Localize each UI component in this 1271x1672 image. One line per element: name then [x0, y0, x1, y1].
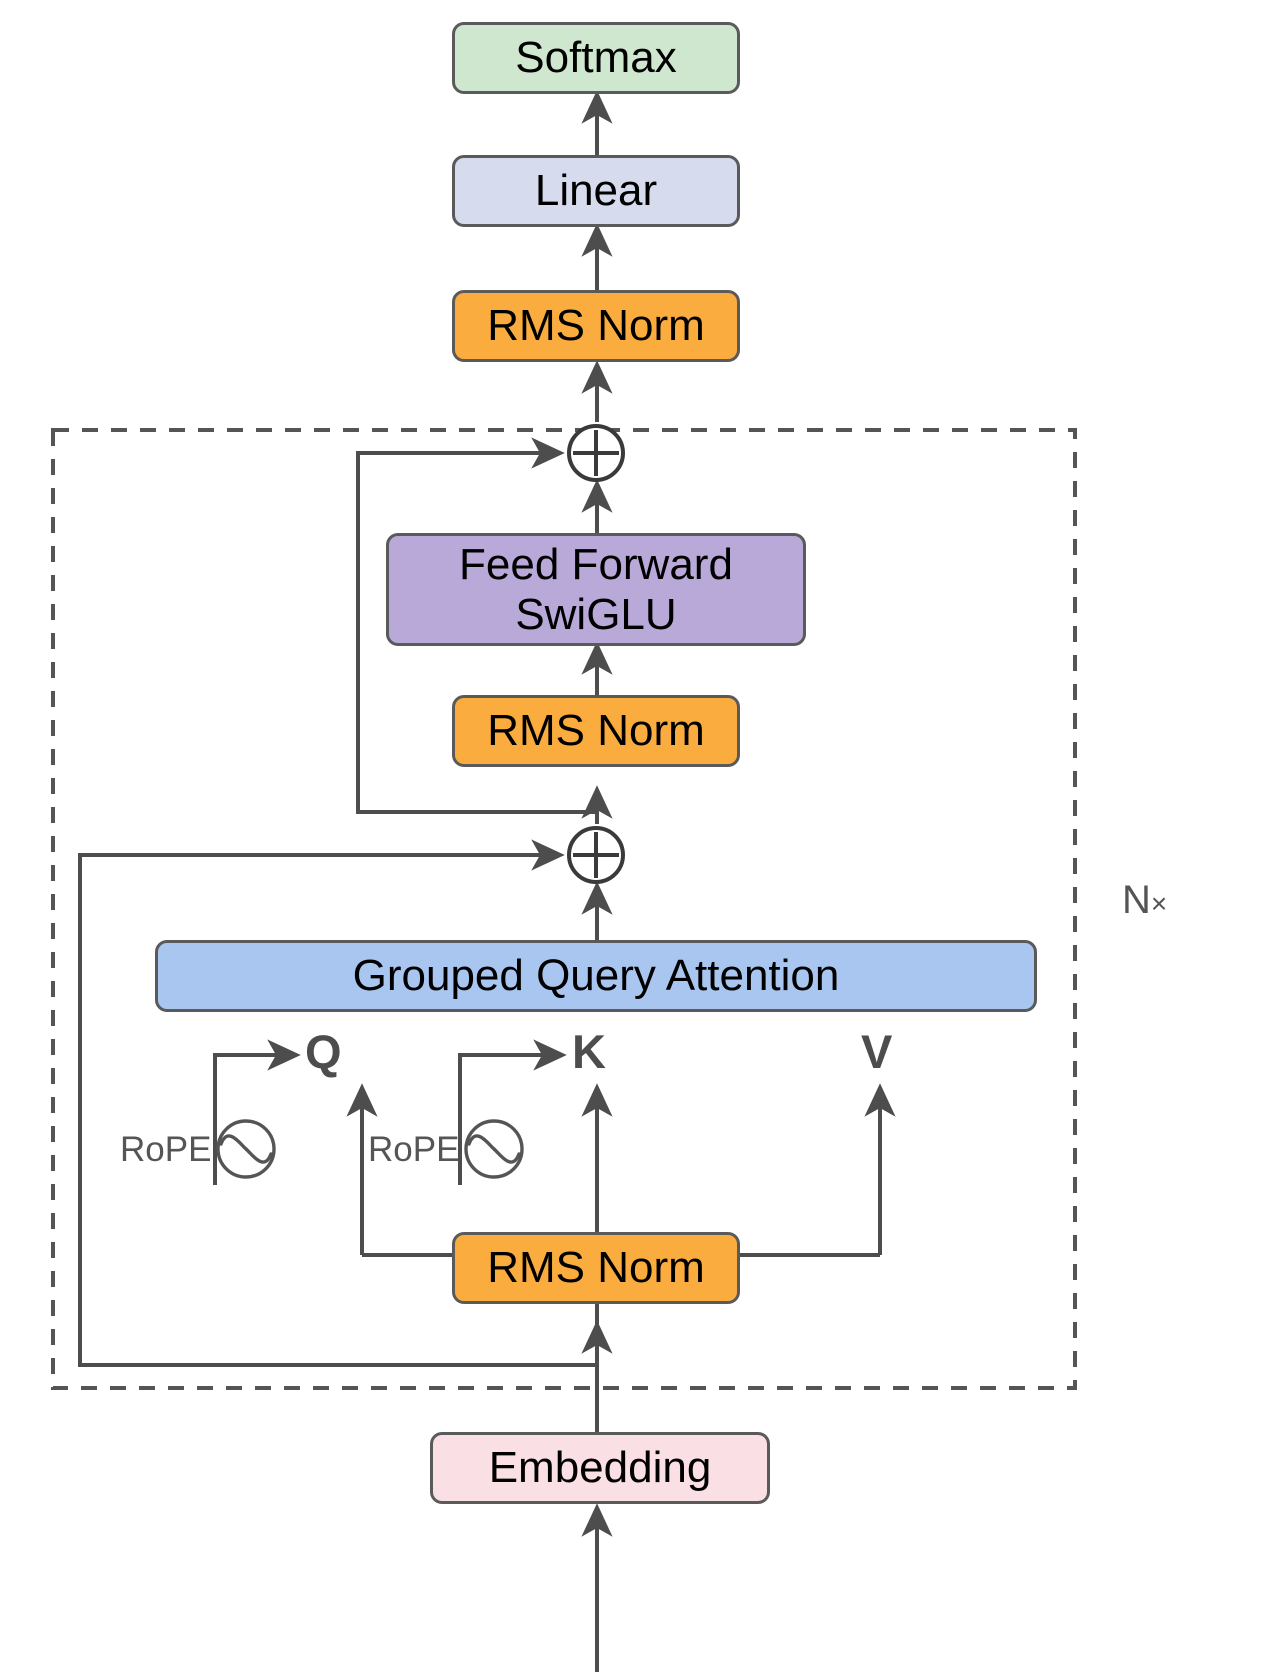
embedding-label: Embedding	[488, 1443, 712, 1493]
grouped-query-attention-block[interactable]: Grouped Query Attention	[155, 940, 1037, 1012]
embedding-block[interactable]: Embedding	[430, 1432, 770, 1504]
rms-norm-ffn-label: RMS Norm	[487, 706, 705, 756]
sine-wave-circle-icon	[464, 1119, 525, 1179]
repeat-count-label: N×	[1122, 878, 1167, 923]
rope-query-to-q-arrow	[213, 1039, 301, 1185]
softmax-block[interactable]: Softmax	[452, 22, 740, 94]
residual-add-attention-node	[567, 826, 625, 884]
feed-forward-block[interactable]: Feed Forward SwiGLU	[386, 533, 806, 646]
rope-key-label: RoPE	[368, 1129, 460, 1169]
feed-forward-line1: Feed Forward	[459, 540, 733, 590]
rms-norm-final-block[interactable]: RMS Norm	[452, 290, 740, 362]
repeat-multiplier-symbol: ×	[1150, 888, 1168, 919]
feed-forward-line2: SwiGLU	[515, 589, 677, 639]
repeat-count-value: N	[1122, 878, 1151, 922]
residual-add-ffn-node	[567, 424, 625, 482]
grouped-query-attention-label: Grouped Query Attention	[352, 951, 840, 1001]
rope-query-label: RoPE	[120, 1129, 212, 1169]
linear-label: Linear	[534, 166, 658, 216]
ffn-residual-path	[356, 437, 597, 814]
rms-norm-final-label: RMS Norm	[487, 301, 705, 351]
rms-norm-attention-label: RMS Norm	[487, 1243, 705, 1293]
repeated-block-container	[51, 428, 1077, 1390]
rms-norm-attention-block[interactable]: RMS Norm	[452, 1232, 740, 1304]
rope-query-group[interactable]: RoPE	[120, 1118, 277, 1180]
key-label: K	[572, 1025, 606, 1078]
rms-norm-ffn-block[interactable]: RMS Norm	[452, 695, 740, 767]
rope-key-group[interactable]: RoPE	[368, 1118, 525, 1180]
sine-wave-circle-icon	[216, 1119, 277, 1179]
softmax-label: Softmax	[515, 33, 677, 83]
query-label: Q	[305, 1025, 342, 1078]
rope-key-to-k-arrow	[458, 1039, 567, 1185]
value-label: V	[861, 1025, 893, 1078]
linear-block[interactable]: Linear	[452, 155, 740, 227]
attention-residual-path	[78, 839, 597, 1367]
